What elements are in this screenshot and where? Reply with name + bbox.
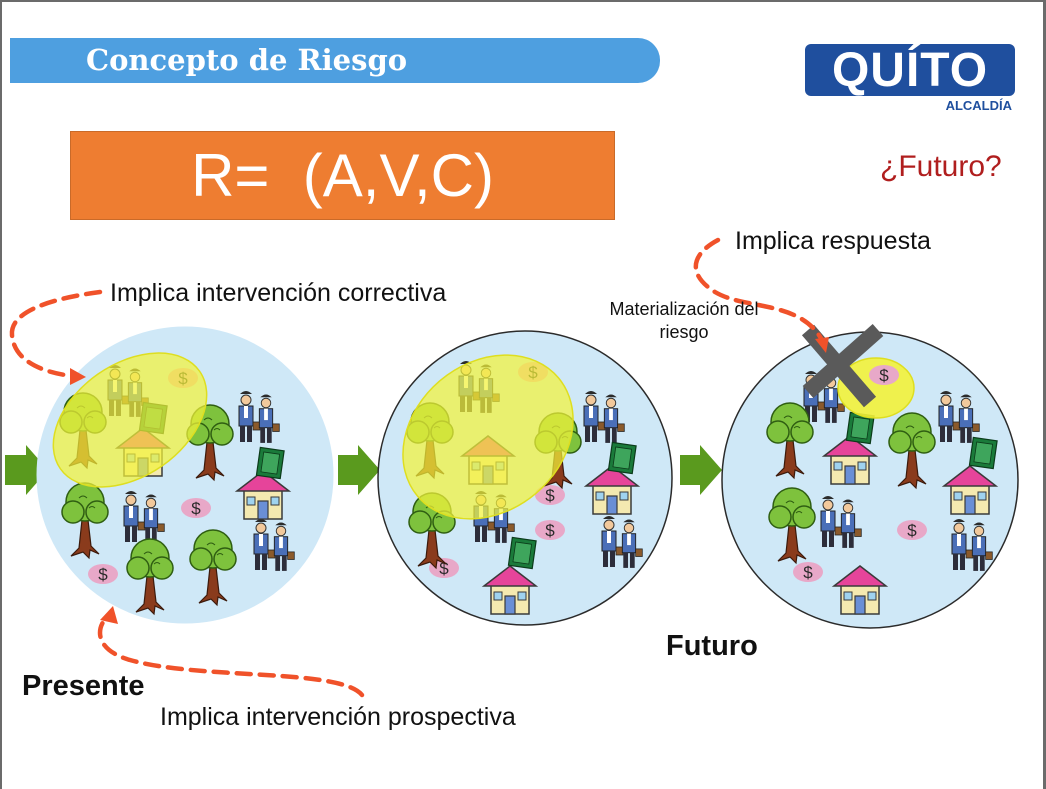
money-bill-icon — [507, 536, 537, 570]
dashed-arrow-prospective — [97, 613, 365, 698]
future-circle — [721, 324, 1019, 629]
label-presente: Presente — [22, 670, 145, 702]
dashed-arrow-response — [693, 237, 825, 343]
label-prospective-intervention: Implica intervención prospectiva — [160, 703, 516, 731]
logo-word: QUÍTO — [832, 43, 988, 97]
formula-box: R= (A,V,C) — [70, 131, 615, 220]
arrow-present-to-middle — [338, 445, 380, 495]
arrow-into-present — [5, 445, 48, 495]
dollar-icon — [897, 520, 927, 540]
label-futuro: Futuro — [666, 630, 758, 662]
present-circle — [36, 326, 334, 624]
dollar-icon — [535, 520, 565, 540]
label-risk-materialization: Materialización del riesgo — [609, 299, 759, 342]
quito-logo: QUÍTO ALCALDÍA — [805, 27, 1015, 113]
slide-right-border — [1043, 0, 1046, 789]
slide-left-border — [0, 0, 2, 789]
slide-title: Concepto de Riesgo — [86, 43, 408, 77]
dollar-icon — [181, 498, 211, 518]
dollar-icon — [88, 564, 118, 584]
risk-formula: R= (A,V,C) — [191, 142, 494, 209]
money-bill-icon — [968, 436, 998, 470]
label-response: Implica respuesta — [735, 227, 931, 255]
arrow-middle-to-future — [680, 445, 722, 495]
money-bill-icon — [255, 446, 285, 480]
money-bill-icon — [607, 441, 637, 475]
present-risk-highlight — [52, 352, 208, 488]
logo-subtext: ALCALDÍA — [946, 98, 1013, 113]
dollar-icon — [869, 365, 899, 385]
dollar-icon — [793, 562, 823, 582]
middle-risk-highlight — [402, 354, 574, 520]
title-bar — [10, 38, 660, 83]
future-question: ¿Futuro? — [880, 150, 1002, 183]
slide-top-border — [0, 0, 1046, 2]
middle-circle — [377, 330, 673, 626]
dashed-arrow-corrective — [9, 289, 103, 379]
label-corrective-intervention: Implica intervención correctiva — [110, 279, 447, 307]
